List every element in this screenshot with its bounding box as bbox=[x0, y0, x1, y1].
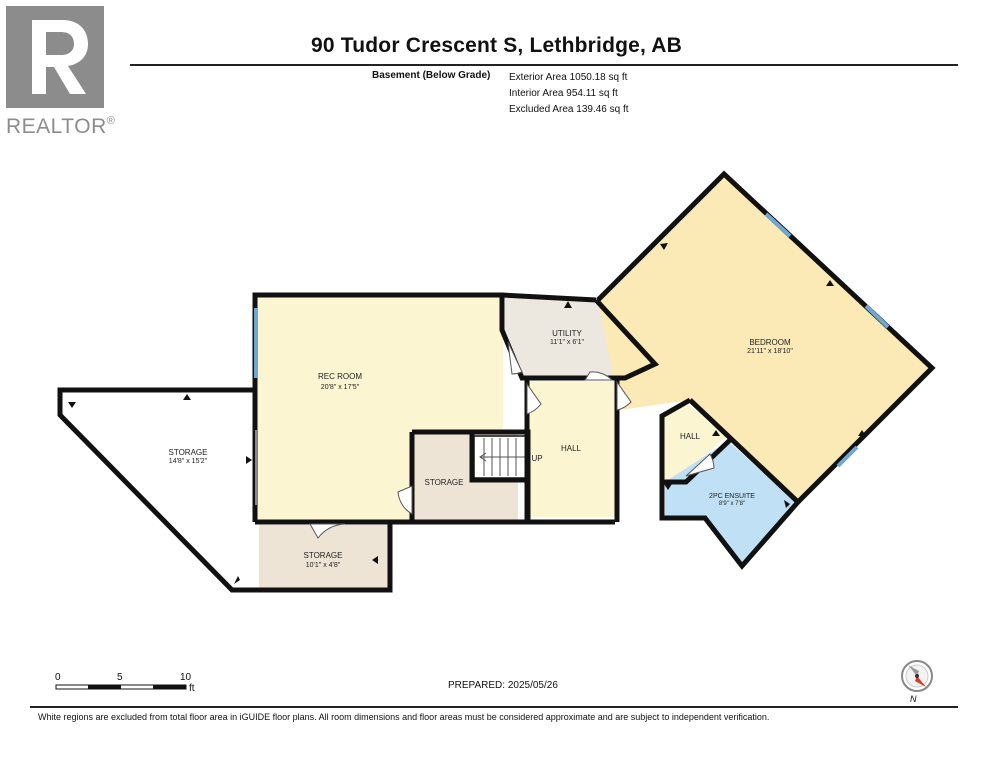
storage-left-label: STORAGE bbox=[169, 448, 208, 457]
scale-tick-0: 0 bbox=[55, 672, 61, 683]
hall-center-label: HALL bbox=[561, 444, 582, 453]
footer-divider bbox=[30, 706, 958, 708]
hall-right-label: HALL bbox=[680, 432, 701, 441]
storage-bottom-fill bbox=[259, 525, 388, 588]
bedroom-label: BEDROOM bbox=[749, 338, 791, 347]
header-divider bbox=[130, 64, 958, 66]
compass-icon: N bbox=[899, 659, 935, 704]
prepared-date: PREPARED: 2025/05/26 bbox=[448, 680, 558, 691]
scale-tick-5: 5 bbox=[117, 672, 123, 683]
area-summary: Exterior Area 1050.18 sq ft Interior Are… bbox=[509, 70, 629, 118]
doors bbox=[309, 341, 715, 539]
compass-north-letter: N bbox=[910, 694, 917, 703]
interior-area: Interior Area 954.11 sq ft bbox=[509, 88, 618, 99]
stairs-up-label: UP bbox=[531, 454, 542, 463]
storage-left-fill bbox=[60, 390, 255, 590]
realtor-logo: REALTOR® bbox=[6, 6, 116, 138]
corner-markers bbox=[68, 243, 866, 584]
storage-bottom-label: STORAGE bbox=[304, 551, 343, 560]
storage-mid-label: STORAGE bbox=[425, 478, 464, 487]
hall-right-fill bbox=[664, 404, 726, 480]
compass-rose: N bbox=[901, 660, 933, 704]
realtor-logo-mark bbox=[6, 6, 104, 108]
realtor-r-glyph bbox=[32, 20, 88, 94]
storage-left-dims: 14'8" x 15'2" bbox=[169, 458, 208, 465]
excluded-area: Excluded Area 139.46 sq ft bbox=[509, 104, 629, 115]
footnote: White regions are excluded from total fl… bbox=[38, 712, 770, 722]
stair-arrow bbox=[479, 452, 526, 462]
ensuite-label: 2PC ENSUITE bbox=[709, 493, 755, 500]
utility-label: UTILITY bbox=[552, 329, 582, 338]
bedroom-dims: 21'11" x 18'10" bbox=[747, 348, 793, 355]
bedroom-fill bbox=[598, 176, 932, 500]
rec-room-fill bbox=[257, 297, 503, 522]
scale-bar: 0 5 10 ft bbox=[55, 672, 195, 694]
scale-unit: ft bbox=[189, 683, 195, 694]
exterior-area: Exterior Area 1050.18 sq ft bbox=[509, 72, 628, 83]
utility-dims: 11'1" x 6'1" bbox=[550, 339, 584, 346]
level-label: Basement (Below Grade) bbox=[372, 70, 491, 81]
windows bbox=[254, 212, 890, 468]
hall-center-fill bbox=[527, 381, 615, 517]
rec-room-label: REC ROOM bbox=[318, 372, 362, 381]
storage-bottom-dims: 10'1" x 4'8" bbox=[306, 562, 341, 569]
scale-tick-10: 10 bbox=[180, 672, 192, 683]
page-title: 90 Tudor Crescent S, Lethbridge, AB bbox=[310, 34, 683, 57]
ensuite-dims: 8'9" x 7'8" bbox=[719, 501, 745, 507]
realtor-wordmark: REALTOR® bbox=[6, 115, 116, 138]
rec-room-dims: 20'8" x 17'5" bbox=[321, 384, 360, 391]
